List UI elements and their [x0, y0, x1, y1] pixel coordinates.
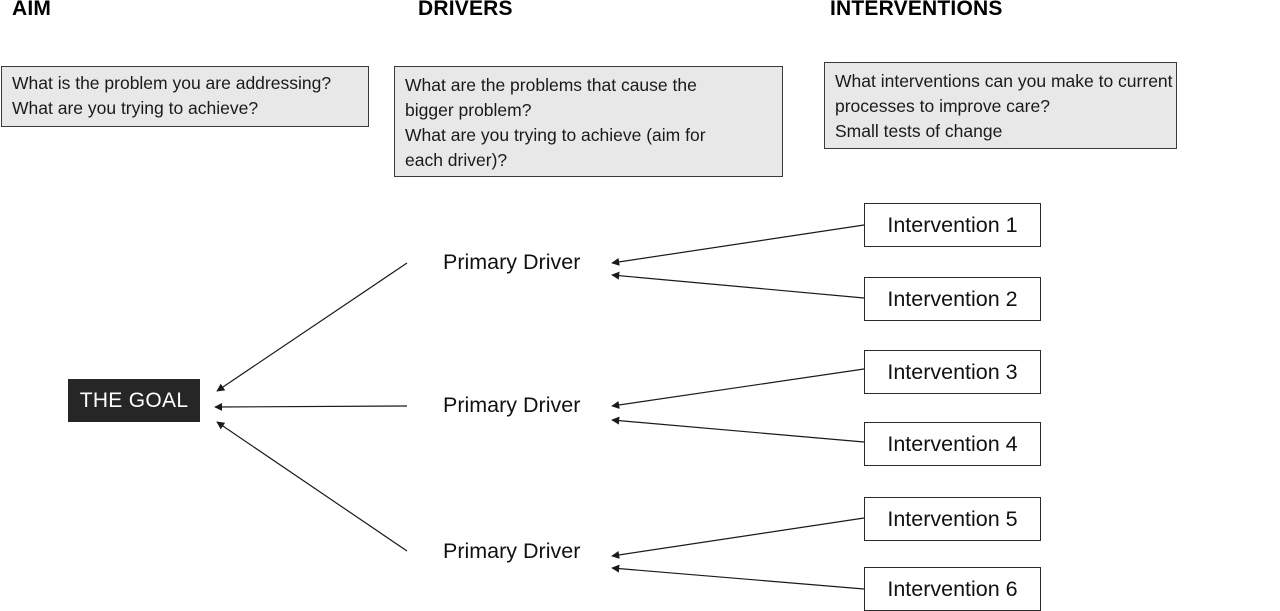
intervention-label: Intervention 3	[887, 359, 1018, 384]
intervention-label: Intervention 6	[887, 576, 1018, 601]
goal-box: THE GOAL	[68, 379, 200, 422]
drivers-description-line: What are you trying to achieve (aim for	[405, 125, 706, 145]
drivers-description-line: What are the problems that cause the	[405, 75, 697, 95]
interventions-description-box: What interventions can you make to curre…	[824, 62, 1177, 149]
intervention-box-2: Intervention 2	[864, 277, 1041, 321]
goal-label: THE GOAL	[79, 388, 189, 412]
arrow-driver-3-to-goal	[216, 421, 408, 552]
intervention-box-1: Intervention 1	[864, 203, 1041, 247]
aim-description-box: What is the problem you are addressing? …	[1, 66, 369, 127]
intervention-box-6: Intervention 6	[864, 567, 1041, 611]
interventions-heading: INTERVENTIONS	[830, 0, 1003, 20]
primary-driver-2: Primary Driver	[443, 393, 581, 417]
drivers-heading: DRIVERS	[418, 0, 513, 20]
intervention-box-3: Intervention 3	[864, 350, 1041, 394]
arrow-intervention-1-to-driver-1	[611, 224, 865, 266]
drivers-description-line: each driver)?	[405, 150, 508, 170]
drivers-description-line: bigger problem?	[405, 100, 532, 120]
interventions-description-line: processes to improve care?	[835, 96, 1050, 116]
aim-heading: AIM	[12, 0, 52, 20]
intervention-label: Intervention 4	[887, 431, 1018, 456]
arrow-intervention-6-to-driver-3	[611, 564, 865, 590]
aim-description-line: What are you trying to achieve?	[12, 98, 259, 118]
intervention-label: Intervention 5	[887, 506, 1018, 531]
interventions-description-line: Small tests of change	[835, 121, 1003, 141]
arrow-intervention-2-to-driver-1	[611, 271, 865, 299]
intervention-label: Intervention 1	[887, 212, 1018, 237]
arrow-driver-2-to-goal	[214, 402, 408, 411]
drivers-description-box: What are the problems that cause the big…	[394, 66, 783, 177]
aim-description-line: What is the problem you are addressing?	[12, 73, 332, 93]
arrow-intervention-5-to-driver-3	[611, 517, 865, 559]
intervention-box-4: Intervention 4	[864, 422, 1041, 466]
intervention-label: Intervention 2	[887, 286, 1018, 311]
interventions-description-line: What interventions can you make to curre…	[835, 71, 1173, 91]
arrow-driver-1-to-goal	[216, 262, 408, 392]
primary-driver-3: Primary Driver	[443, 539, 581, 563]
intervention-box-5: Intervention 5	[864, 497, 1041, 541]
primary-driver-1: Primary Driver	[443, 250, 581, 274]
arrow-intervention-4-to-driver-2	[611, 416, 865, 443]
arrow-intervention-3-to-driver-2	[611, 368, 865, 409]
